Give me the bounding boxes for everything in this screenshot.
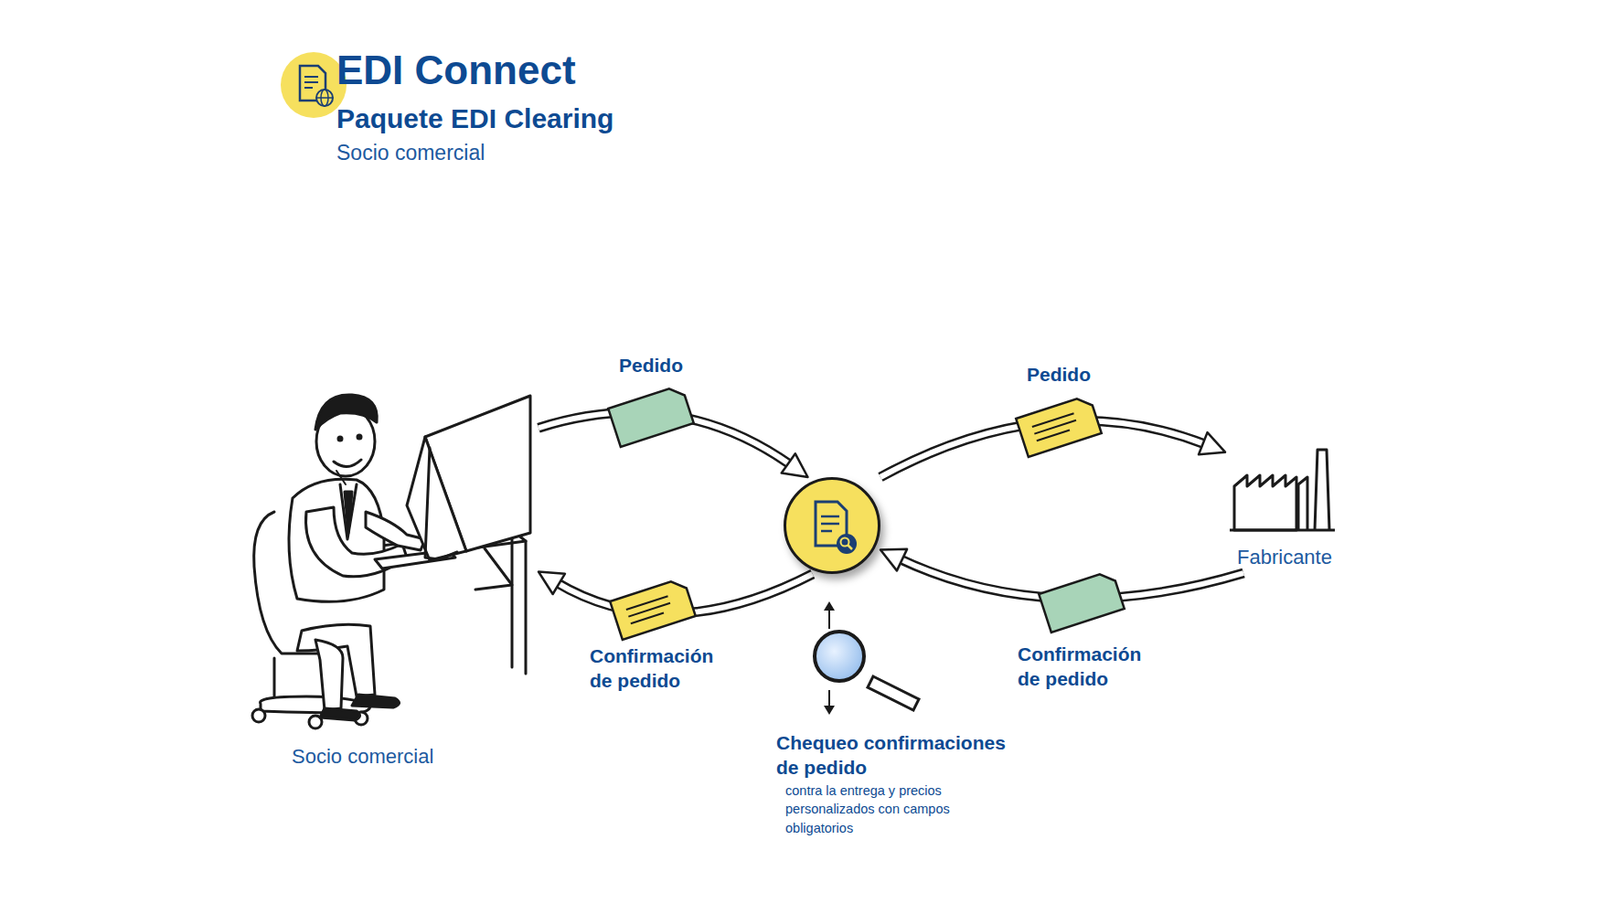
node-text: Socio comercial [291, 745, 434, 769]
edge-label: Confirmación de pedido [589, 643, 727, 694]
document-icon [608, 384, 694, 448]
arrow-outline [555, 574, 813, 614]
node-area: Fabricante [1225, 438, 1348, 574]
node-text: Chequeo confirmaciones de pedido [776, 730, 1028, 781]
diagram-title: EDI Connect [336, 47, 576, 94]
node-text: contra la entrega y precios personalizad… [785, 781, 955, 838]
clearing-circle: Chequeo confirmaciones de pedidocontra l… [783, 477, 881, 575]
edge-label: Confirmación de pedido [1017, 641, 1155, 693]
arrow-body [898, 558, 1244, 599]
node-area: Socio comercial [255, 393, 539, 782]
arrow-outline [538, 412, 792, 466]
arrow-body [555, 574, 813, 614]
flow-arrow [880, 549, 1244, 599]
arrow-head [1198, 432, 1226, 455]
arrow-body [538, 412, 792, 466]
header-label: Socio comercial [336, 140, 485, 166]
document-search-icon [786, 480, 878, 572]
header-label: Paquete EDI Clearing [336, 103, 614, 135]
edge-label: Pedido [618, 352, 683, 378]
node-text: Fabricante [1225, 545, 1344, 570]
document-icon [1038, 570, 1124, 633]
arrow-head [538, 572, 566, 596]
arrow-outline [880, 420, 1207, 478]
factory-icon [1229, 449, 1335, 531]
arrow-body [880, 420, 1207, 478]
person-illustration [252, 394, 531, 729]
flow-arrow [538, 412, 809, 478]
flow-arrow [538, 572, 813, 615]
edge-label: Pedido [1026, 362, 1091, 387]
magnifier-icon [814, 601, 919, 715]
flow-arrow [880, 420, 1226, 478]
arrow-head [880, 549, 907, 572]
document-icon [609, 577, 695, 640]
document-icon [1015, 394, 1101, 458]
arrow-outline [898, 558, 1244, 599]
arrow-head [781, 453, 809, 478]
